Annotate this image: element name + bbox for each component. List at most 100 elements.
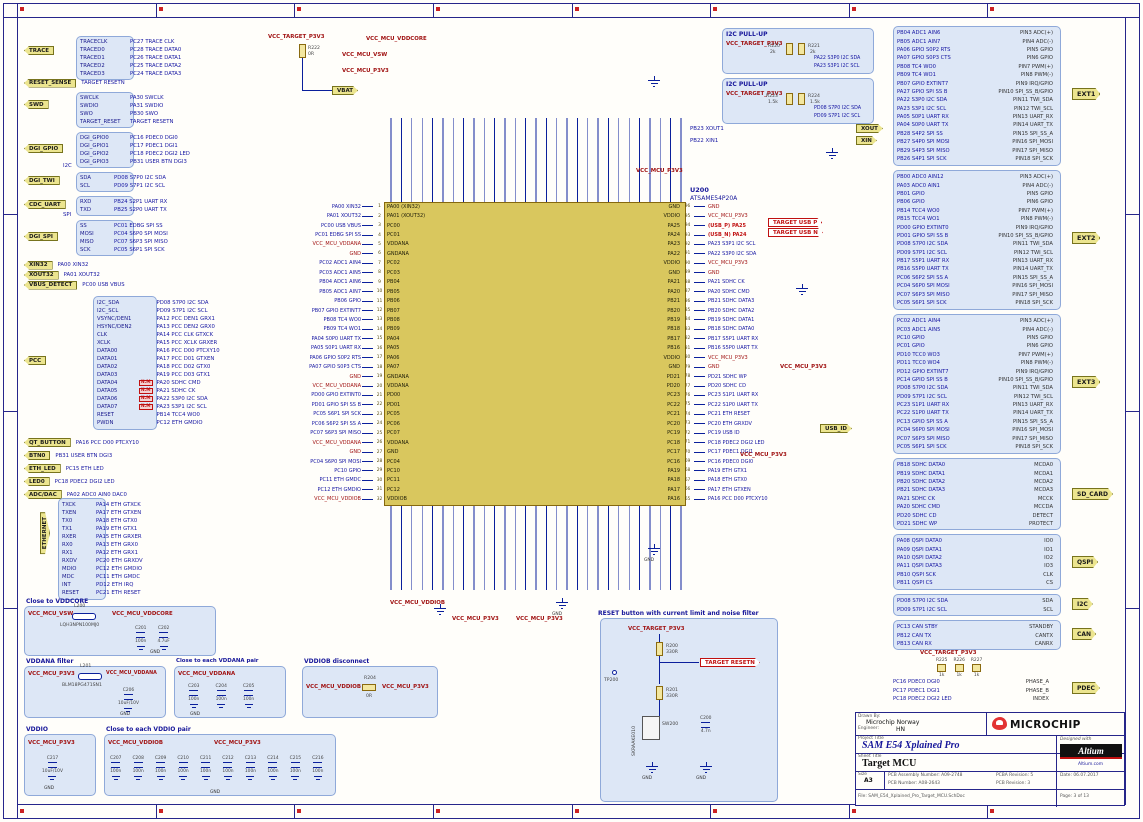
port-dgi-gpio[interactable]: DGI_GPIO [24,144,64,153]
reset-switch[interactable] [642,716,660,740]
resistor[interactable] [656,642,663,656]
port-xin[interactable]: XIN [856,136,877,145]
port-reset-sense[interactable]: RESET_SENSE [24,78,77,88]
port-qspi[interactable]: QSPI [1072,556,1098,568]
resistor[interactable] [798,43,805,55]
port-ext3[interactable]: EXT3 [1072,376,1100,388]
port-usb-id[interactable]: USB_ID [820,424,852,433]
inductor[interactable] [72,613,96,620]
port-tag[interactable]: LED0 [24,477,50,486]
port-vbat[interactable]: VBAT [332,86,358,95]
resistor[interactable] [299,44,306,58]
port-tag[interactable]: BTN0 [24,451,51,460]
port-ext2[interactable]: EXT2 [1072,232,1100,244]
port-cdc-uart[interactable]: CDC_UART [24,200,66,209]
port-pcc[interactable]: PCC [24,356,47,365]
port-sd-card[interactable]: SD_CARD [1072,488,1113,500]
port-tag[interactable]: XOUT32 [24,270,59,280]
port-pdec[interactable]: PDEC [1072,682,1100,694]
mcu-u200[interactable] [384,202,686,506]
port-tag[interactable]: VBUS_DETECT [24,280,78,290]
port-xout[interactable]: XOUT [856,124,883,133]
port-target-resetn[interactable]: TARGET RESETN [700,658,760,667]
port-ext1[interactable]: EXT1 [1072,88,1100,100]
resistor[interactable] [362,684,376,691]
port-can[interactable]: CAN [1072,628,1096,640]
port-tag[interactable]: XIN32 [24,260,53,270]
port-dgi-spi[interactable]: DGI_SPI [24,232,58,241]
port-target-usb-p[interactable]: TARGET USB P [768,218,822,227]
port-tag[interactable]: ETH_LED [24,464,61,473]
port-i2c[interactable]: I2C [1072,598,1093,610]
port-tag[interactable]: ADC/DAC [24,490,62,499]
port-tag[interactable]: QT_BUTTON [24,438,71,447]
